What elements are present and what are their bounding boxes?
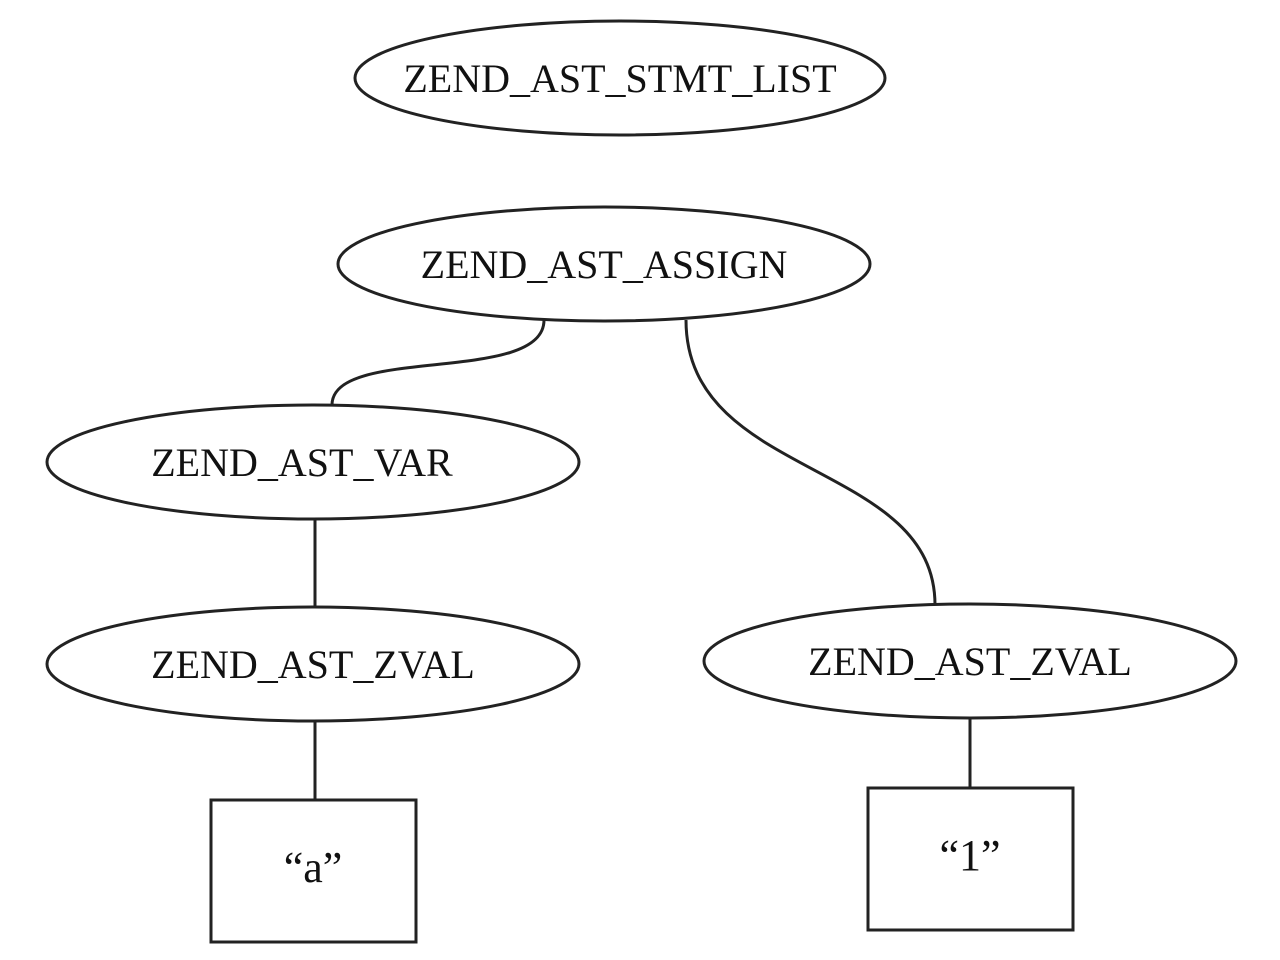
- edge-assign-to-var: [330, 319, 546, 406]
- leaf-literal-1-label: “1”: [939, 831, 1000, 880]
- edge-assign-to-zval-right: [684, 319, 937, 606]
- node-var-label: ZEND_AST_VAR: [151, 440, 453, 485]
- node-zval-right-label: ZEND_AST_ZVAL: [808, 639, 1132, 684]
- node-assign: ZEND_AST_ASSIGN: [336, 205, 872, 323]
- node-var-ellipse: [45, 403, 581, 521]
- leaf-literal-a-label: “a”: [284, 843, 343, 892]
- node-assign-ellipse: [336, 205, 872, 323]
- node-zval-left-label: ZEND_AST_ZVAL: [151, 642, 475, 687]
- node-zval-left-ellipse: [45, 605, 581, 723]
- node-zval-right-ellipse: [702, 602, 1238, 720]
- node-zval-right: ZEND_AST_ZVAL: [702, 602, 1238, 720]
- node-stmt-list-ellipse: [353, 19, 887, 137]
- node-zval-left: ZEND_AST_ZVAL: [45, 605, 581, 723]
- leaf-literal-a-box: [209, 798, 418, 944]
- node-stmt-list-label: ZEND_AST_STMT_LIST: [403, 56, 836, 101]
- leaf-literal-1-box: [866, 786, 1075, 932]
- leaf-literal-a: “a”: [209, 798, 418, 944]
- node-stmt-list: ZEND_AST_STMT_LIST: [353, 19, 887, 137]
- leaf-literal-1: “1”: [866, 786, 1075, 932]
- node-var: ZEND_AST_VAR: [45, 403, 581, 521]
- node-assign-label: ZEND_AST_ASSIGN: [421, 242, 788, 287]
